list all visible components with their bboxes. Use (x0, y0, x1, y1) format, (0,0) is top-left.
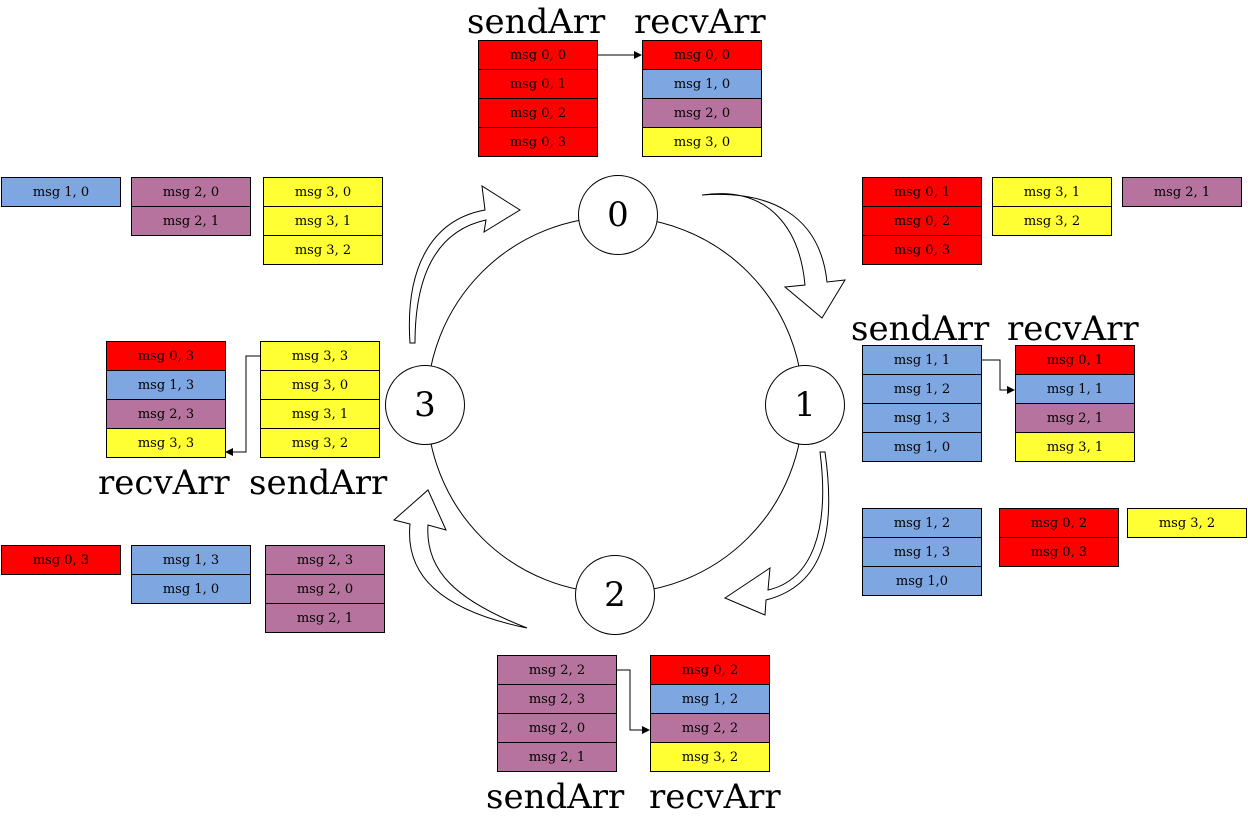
message-cell: msg 3, 2 (992, 206, 1112, 236)
message-cell: msg 0, 1 (862, 177, 982, 207)
node1-recv-label: recvArr (1007, 309, 1139, 349)
node3-send-label: sendArr (249, 463, 388, 503)
message-cell: msg 0, 0 (642, 40, 762, 70)
message-cell: msg 3, 2 (263, 235, 383, 265)
message-cell: msg 3, 1 (263, 206, 383, 236)
message-cell: msg 0, 2 (650, 655, 770, 685)
message-cell: msg 0, 3 (999, 537, 1119, 567)
message-cell: msg 1, 3 (106, 370, 226, 400)
message-cell: msg 2, 3 (497, 684, 617, 714)
message-cell: msg 3, 1 (992, 177, 1112, 207)
message-cell: msg 1, 3 (862, 537, 982, 567)
message-cell: msg 2, 2 (650, 713, 770, 743)
message-cell: msg 2, 3 (106, 399, 226, 429)
message-cell: msg 2, 1 (497, 742, 617, 772)
message-cell: msg 1, 1 (1015, 374, 1135, 404)
message-cell: msg 3, 0 (260, 370, 380, 400)
message-cell: msg 0, 1 (478, 69, 598, 99)
node3-recv-label: recvArr (98, 463, 230, 503)
transit-2to3-group-a: msg 0, 3 (1, 545, 121, 575)
message-cell: msg 3, 2 (260, 428, 380, 458)
message-cell: msg 0, 2 (999, 508, 1119, 538)
message-cell: msg 3, 2 (650, 742, 770, 772)
pointer-arrow-2 (617, 669, 650, 734)
message-cell: msg 0, 2 (478, 98, 598, 128)
message-cell: msg 3, 0 (263, 177, 383, 207)
message-cell: msg 2, 1 (131, 206, 251, 236)
message-cell: msg 0, 3 (1, 545, 121, 575)
message-cell: msg 1, 0 (862, 432, 982, 462)
message-cell: msg 2, 2 (497, 655, 617, 685)
message-cell: msg 3, 2 (1127, 508, 1247, 538)
message-cell: msg 1, 2 (862, 374, 982, 404)
message-cell: msg 1, 2 (862, 508, 982, 538)
node-1: 1 (765, 365, 845, 445)
message-cell: msg 1, 1 (862, 345, 982, 375)
transit-1to2-group-c: msg 3, 2 (1127, 508, 1247, 538)
curved-arrow-0-to-1 (701, 193, 846, 319)
message-cell: msg 0, 3 (862, 235, 982, 265)
curved-arrow-1-to-2 (723, 451, 830, 616)
message-cell: msg 2, 0 (642, 98, 762, 128)
node2-recv-label: recvArr (649, 777, 781, 817)
message-cell: msg 3, 1 (1015, 432, 1135, 462)
message-cell: msg 2, 1 (1015, 403, 1135, 433)
node-2: 2 (575, 555, 655, 635)
message-cell: msg 1, 3 (862, 403, 982, 433)
message-cell: msg 1, 0 (1, 177, 121, 207)
curved-arrow-2-to-3 (392, 489, 528, 629)
pointer-arrow-3 (225, 355, 260, 456)
message-cell: msg 0, 3 (478, 127, 598, 157)
message-cell: msg 0, 2 (862, 206, 982, 236)
message-cell: msg 2, 0 (497, 713, 617, 743)
node-3: 3 (385, 365, 465, 445)
message-cell: msg 2, 1 (265, 603, 385, 633)
message-cell: msg 1, 0 (131, 574, 251, 604)
message-cell: msg 2, 3 (265, 545, 385, 575)
message-cell: msg 0, 3 (106, 341, 226, 371)
message-cell: msg 1, 2 (650, 684, 770, 714)
node1-send-label: sendArr (851, 309, 990, 349)
ring-circle (426, 216, 804, 594)
message-cell: msg 2, 0 (265, 574, 385, 604)
message-cell: msg 0, 1 (1015, 345, 1135, 375)
curved-arrow-3-to-0 (408, 185, 521, 344)
message-cell: msg 3, 3 (106, 428, 226, 458)
node2-send-label: sendArr (486, 777, 625, 817)
node0-send-label: sendArr (467, 2, 606, 42)
node-0: 0 (578, 175, 658, 255)
message-cell: msg 2, 1 (1122, 177, 1242, 207)
transit-3to0-group-a: msg 1, 0 (1, 177, 121, 207)
node0-recv-label: recvArr (634, 2, 766, 42)
transit-0to1-group-c: msg 2, 1 (1122, 177, 1242, 207)
pointer-arrow-1 (982, 359, 1015, 394)
message-cell: msg 1, 3 (131, 545, 251, 575)
message-cell: msg 1,0 (862, 566, 982, 596)
message-cell: msg 3, 0 (642, 127, 762, 157)
message-cell: msg 2, 0 (131, 177, 251, 207)
message-cell: msg 3, 3 (260, 341, 380, 371)
message-cell: msg 3, 1 (260, 399, 380, 429)
message-cell: msg 0, 0 (478, 40, 598, 70)
message-cell: msg 1, 0 (642, 69, 762, 99)
